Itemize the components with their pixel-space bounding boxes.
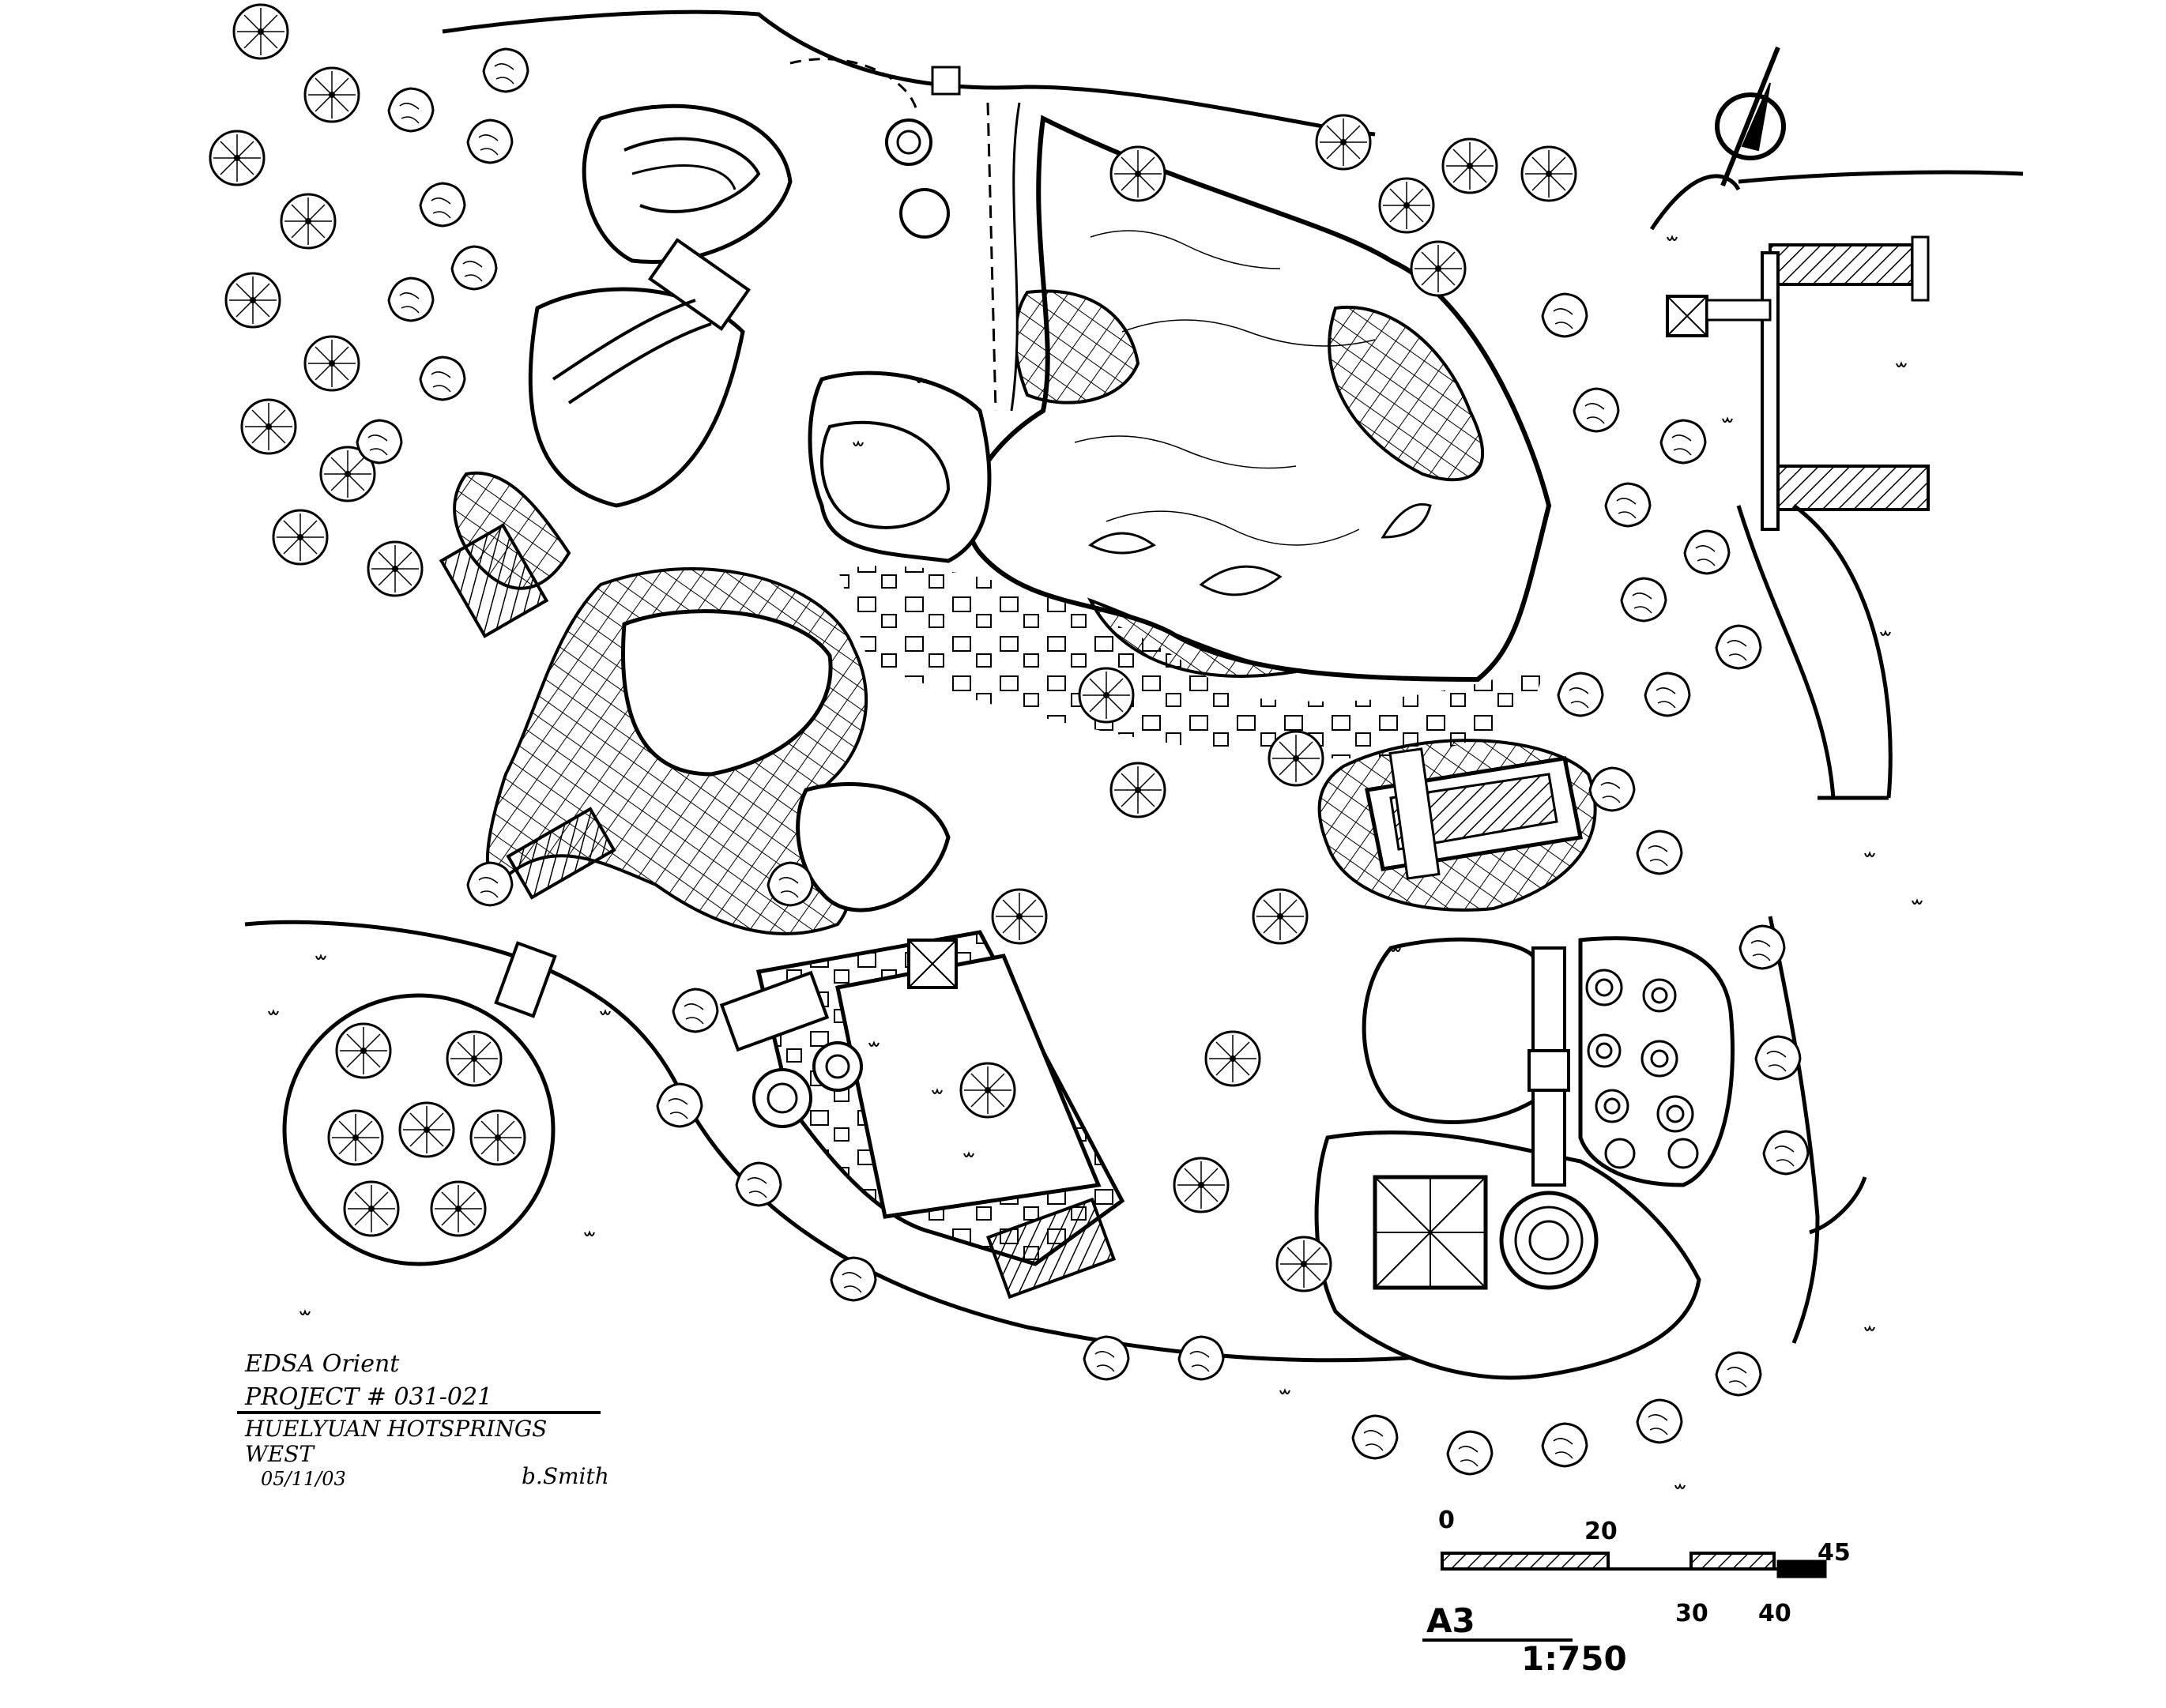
central-lake <box>965 115 1552 683</box>
scale-tick-45: 45 <box>1818 1539 1851 1567</box>
paved-plaza <box>838 566 1542 758</box>
scale-tick-40: 40 <box>1758 1600 1791 1627</box>
scale-tick-20: 20 <box>1584 1518 1618 1545</box>
main-pool-complex <box>719 930 1125 1300</box>
hotspring-pools <box>1314 936 1735 1380</box>
scale-bar: 0 20 30 40 45 A3 1:750 <box>1422 1507 1851 1678</box>
project-name: HUELYUAN HOTSPRINGS <box>244 1416 547 1442</box>
hotel-buildings <box>1666 235 1930 531</box>
scale-tick-0: 0 <box>1438 1507 1455 1534</box>
spa-building <box>1365 747 1583 880</box>
lawn-islands <box>528 287 992 912</box>
title-block: EDSA Orient PROJECT # 031-021 HUELYUAN H… <box>237 1350 609 1490</box>
project-area: WEST <box>245 1441 315 1467</box>
designer-signature: b.Smith <box>522 1463 609 1489</box>
drawing-date: 05/11/03 <box>261 1468 346 1490</box>
scale-tick-30: 30 <box>1675 1600 1708 1627</box>
circular-grove <box>282 993 556 1266</box>
north-arrow-icon <box>1715 46 1786 187</box>
paddling-pool <box>820 102 1021 529</box>
client-name: EDSA Orient <box>244 1350 400 1378</box>
paper-size-label: A3 <box>1426 1601 1475 1640</box>
pavilions <box>439 523 616 1018</box>
scale-ratio-label: 1:750 <box>1521 1639 1627 1678</box>
site-boundary <box>244 9 2024 1363</box>
water-slide-complex <box>552 58 961 404</box>
project-number: PROJECT # 031-021 <box>244 1383 492 1411</box>
